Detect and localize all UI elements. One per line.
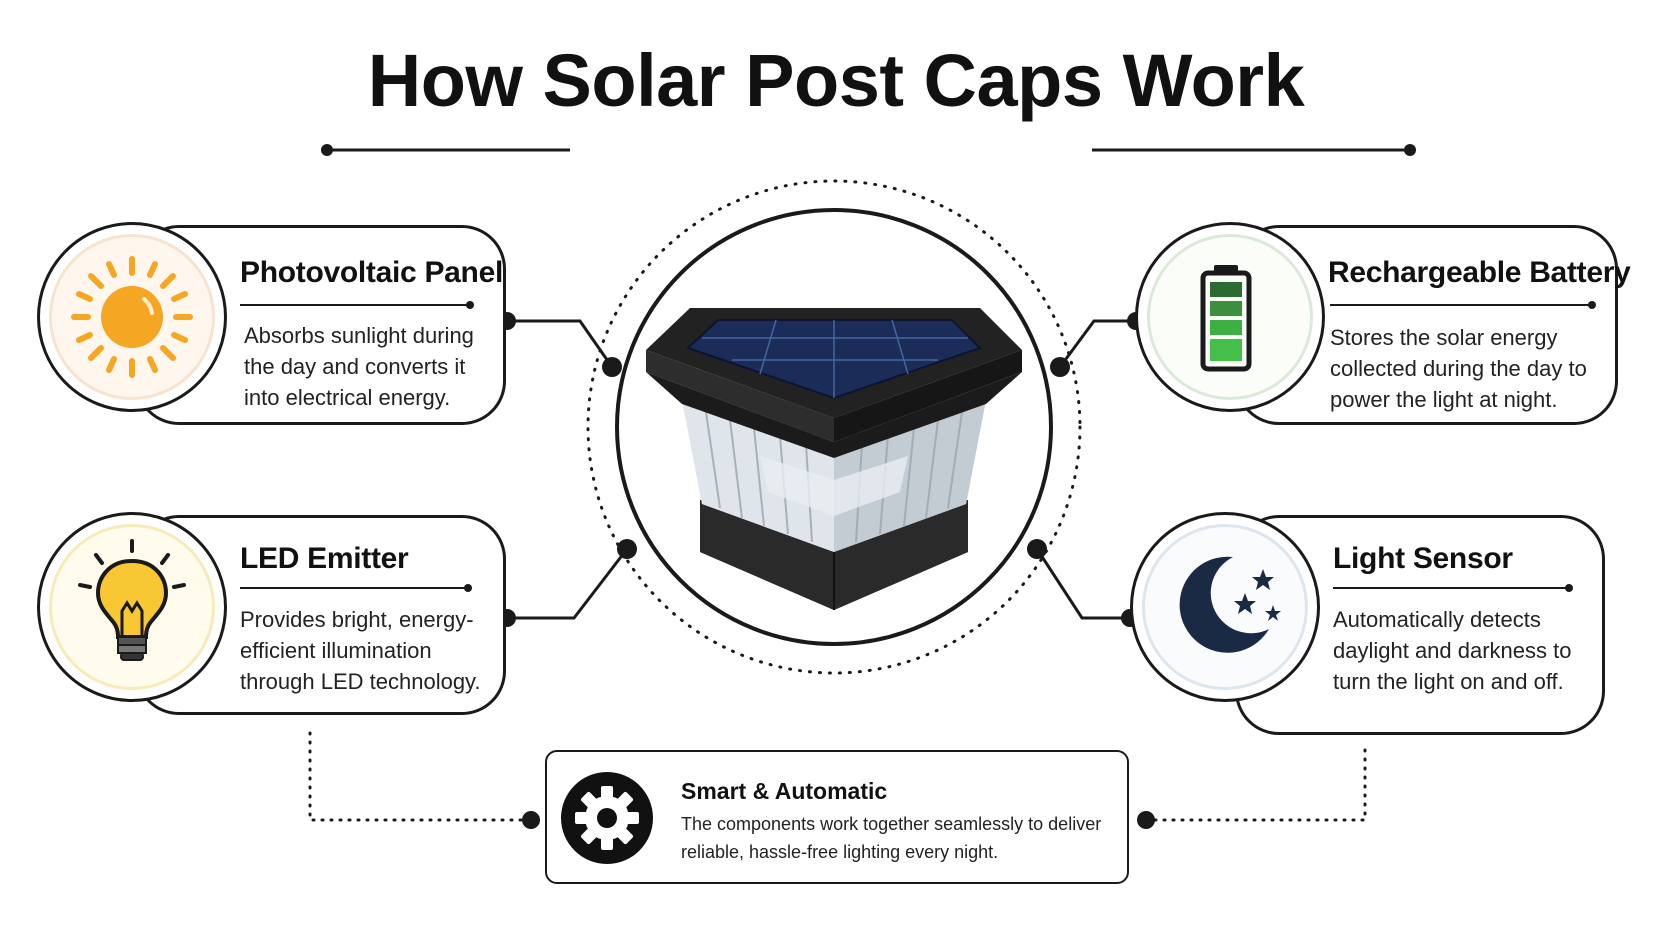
connector-dot [522,811,540,829]
card-title: Photovoltaic Panel [240,256,503,289]
page-title: How Solar Post Caps Work [367,39,1305,122]
card-rule [1333,584,1573,592]
connector-dot [1027,539,1047,559]
connector-photovoltaic [507,319,614,368]
summary-title: Smart & Automatic [681,778,888,804]
card-rule [1330,301,1596,309]
connector-led [507,548,629,620]
card-title: Light Sensor [1333,542,1513,575]
card-title: LED Emitter [240,542,409,575]
icon-circle-battery [1135,222,1325,412]
card-smart-automatic: Smart & Automatic The components work to… [545,750,1129,884]
card-description: Stores the solar energy collected during… [1330,325,1587,412]
icon-circle-sensor [1130,512,1320,702]
connector-dot [617,539,637,559]
dotted-path-right [1144,744,1367,822]
summary-description: The components work together seamlessly … [681,814,1102,862]
dotted-outer-ring [586,179,1082,675]
connector-sensor [1035,548,1130,620]
card-description: Provides bright, energy-efficient illumi… [240,607,481,694]
card-rule [240,584,472,592]
icon-circle-photovoltaic [37,222,227,412]
connector-battery [1058,319,1136,368]
title-rule-right-dot [1404,144,1416,156]
icon-circle-led [37,512,227,702]
lightbulb-icon [49,524,215,690]
connector-dot [1137,811,1155,829]
card-description: Automatically detects daylight and darkn… [1333,607,1572,694]
title-rule-left-dot [321,144,333,156]
connector-dot [602,357,622,377]
battery-icon [1147,234,1313,400]
connector-dot [1050,357,1070,377]
card-title: Rechargeable Battery [1328,256,1631,289]
solar-post-cap-image [646,308,1022,610]
gear-icon [561,772,653,864]
sun-icon [49,234,215,400]
card-description: Absorbs sunlight during the day and conv… [244,323,474,410]
moon-stars-icon [1142,524,1308,690]
card-rule [240,301,474,309]
dotted-path-left [308,731,533,822]
